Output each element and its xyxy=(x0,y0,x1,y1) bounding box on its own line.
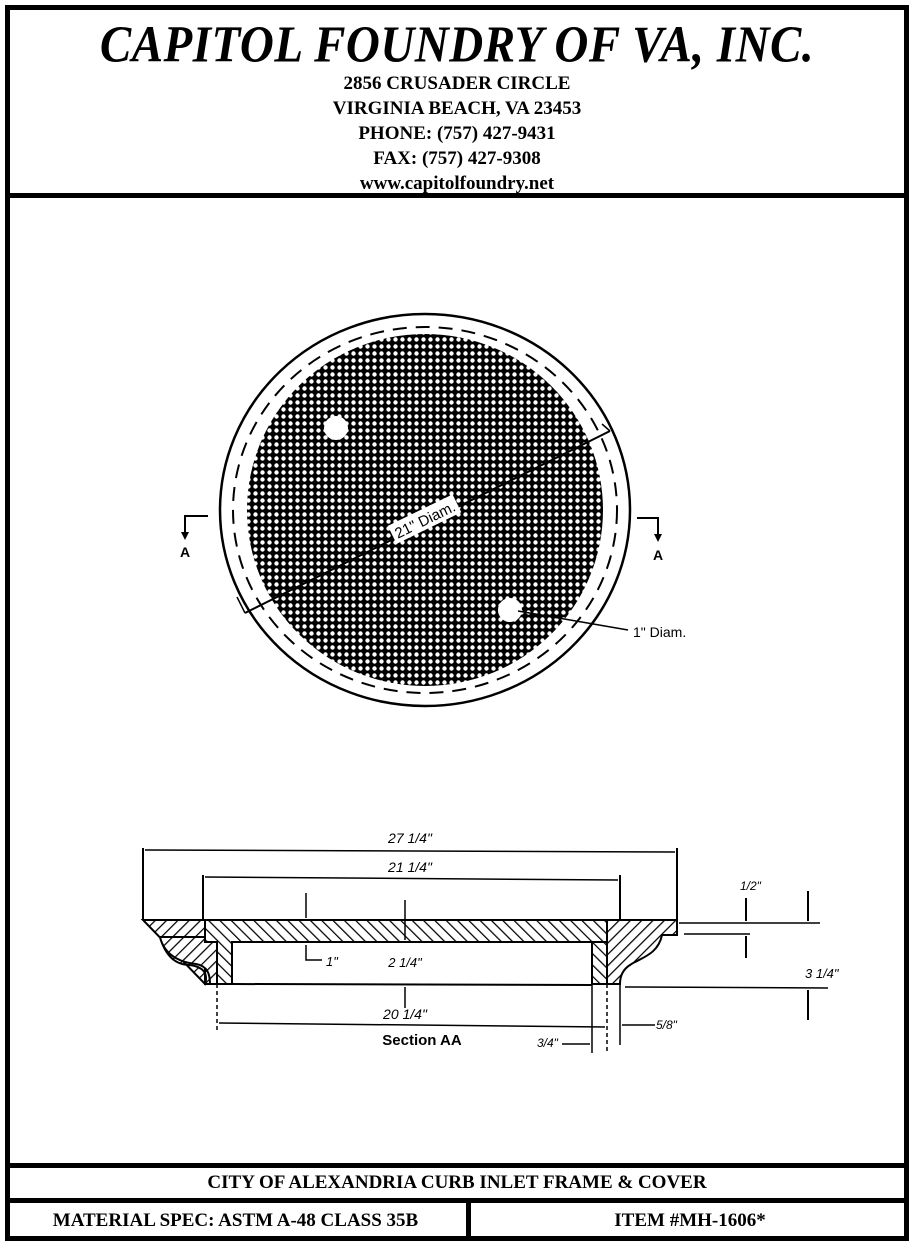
dim-cover-width: 21 1/4" xyxy=(387,859,433,875)
product-title: CITY OF ALEXANDRIA CURB INLET FRAME & CO… xyxy=(207,1172,707,1193)
website-link[interactable]: www.capitolfoundry.net xyxy=(359,173,555,194)
section-arrow-left-icon xyxy=(184,515,208,535)
fax-number: FAX: (757) 427-9308 xyxy=(373,148,541,169)
lift-hole-1 xyxy=(324,416,348,440)
company-header: CAPITOL FOUNDRY OF VA, INC. 2856 CRUSADE… xyxy=(5,5,909,198)
section-title: Section AA xyxy=(382,1032,462,1049)
dim-lip-height: 1/2" xyxy=(740,879,762,893)
dim-cover-depth: 2 1/4" xyxy=(387,955,423,970)
phone-number: PHONE: (757) 427-9431 xyxy=(358,123,556,144)
plan-view: 21" Diam. 1" Diam. A A xyxy=(180,312,686,708)
frame-right-section xyxy=(606,919,678,985)
section-marker-right: A xyxy=(653,547,663,563)
hole-leader-line xyxy=(517,610,629,631)
section-arrow-right-icon xyxy=(637,517,659,537)
dim-wall-thickness: 3/4" xyxy=(537,1036,559,1050)
dim-inner-width: 20 1/4" xyxy=(382,1006,428,1022)
dim-gap: 5/8" xyxy=(656,1018,678,1032)
section-view: 27 1/4" 21 1/4" 1" 2 1/4" 20 1/4" Sectio… xyxy=(140,830,840,1053)
address-line-1: 2856 CRUSADER CIRCLE xyxy=(343,73,571,94)
dim-cover-thickness: 1" xyxy=(326,954,339,969)
material-spec: MATERIAL SPEC: ASTM A-48 CLASS 35B xyxy=(5,1203,471,1241)
page-border xyxy=(5,5,909,1241)
product-title-row: CITY OF ALEXANDRIA CURB INLET FRAME & CO… xyxy=(5,1163,909,1203)
cover-section xyxy=(204,919,621,985)
address-line-2: VIRGINIA BEACH, VA 23453 xyxy=(332,98,582,119)
dashed-seat-circle xyxy=(232,326,618,694)
dim-overall-width: 27 1/4" xyxy=(387,830,433,846)
dim-frame-height: 3 1/4" xyxy=(805,966,840,981)
section-marker-left: A xyxy=(180,544,190,560)
frame-left-section xyxy=(143,919,218,985)
technical-drawing: 21" Diam. 1" Diam. A A 27 xyxy=(10,198,909,1163)
company-name: CAPITOL FOUNDRY OF VA, INC. xyxy=(99,16,815,74)
item-number: ITEM #MH-1606* xyxy=(614,1210,766,1231)
hole-label: 1" Diam. xyxy=(633,624,686,640)
lift-hole-2 xyxy=(498,598,522,622)
spec-row: MATERIAL SPEC: ASTM A-48 CLASS 35B ITEM … xyxy=(5,1203,909,1241)
